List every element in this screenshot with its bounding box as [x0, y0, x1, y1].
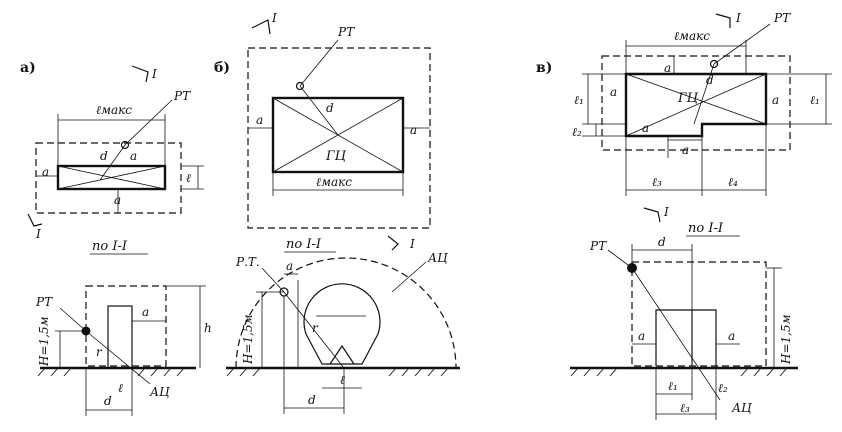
panel-b-gc-label: ГЦ — [325, 149, 347, 164]
panel-c-l2: ℓ₂ — [572, 125, 582, 139]
panel-a-section-mark-top — [131, 65, 149, 83]
panel-b-a-left: a — [256, 113, 263, 127]
panel-a-elev-r: r — [96, 345, 103, 359]
panel-b-elev-d: d — [308, 393, 316, 407]
panel-a-elev-dashed-zone — [85, 285, 167, 367]
panel-c-elev-d: d — [658, 235, 666, 249]
panel-c-elev-a-left: a — [638, 329, 645, 343]
panel-b-elev-a: a — [286, 259, 293, 273]
panel-c-elev-a-right: a — [728, 329, 735, 343]
panel-a-d-label: d — [100, 149, 108, 163]
svg-text:I: I — [663, 205, 669, 219]
panel-b-pt-label: РТ — [337, 25, 355, 39]
panel-a-section-mark-bottom — [27, 213, 43, 227]
panel-a-elev-a: a — [142, 305, 149, 319]
svg-text:I: I — [271, 11, 277, 25]
panel-b-elev-r: r — [312, 321, 319, 335]
panel-b-elev-h: H=1,5м — [241, 314, 255, 365]
panel-a: а) I ℓмакс РТ d a a a ℓ I по I-I — [20, 60, 204, 255]
panel-b-section-mark-top — [251, 19, 271, 35]
panel-c: в) I ℓмакс ГЦ РТ d a a a a a ℓ₁ ℓ₂ ℓ₁ — [536, 11, 832, 237]
panel-a-tank — [56, 164, 167, 191]
panel-c-letter: в) — [536, 60, 552, 76]
panel-a-letter: а) — [20, 60, 36, 76]
panel-c-l4: ℓ₄ — [728, 175, 738, 189]
panel-b-tank — [271, 96, 405, 174]
panel-b-d-label: d — [326, 101, 334, 115]
svg-text:I: I — [735, 11, 741, 25]
panel-b-lmax-label: ℓмакс — [316, 175, 352, 189]
panel-c-a-right: a — [772, 93, 779, 107]
panel-c-section-mark-top — [715, 13, 731, 28]
panel-c-l1: ℓ₁ — [574, 93, 584, 107]
panel-a-a-bottom: a — [114, 193, 121, 207]
panel-b-elevation: r Р.Т. a H=1,5м АЦ ℓ d — [226, 251, 460, 414]
panel-c-a-step: a — [682, 143, 689, 157]
svg-text:I: I — [35, 227, 41, 241]
panel-c-elev-l1: ℓ₁ — [668, 379, 678, 393]
svg-text:I: I — [409, 237, 415, 251]
panel-b-elev-ac: АЦ — [427, 251, 448, 265]
panel-a-a-top: a — [130, 149, 137, 163]
panel-b-dashed-zone — [247, 47, 431, 229]
panel-c-gc-label: ГЦ — [677, 91, 699, 106]
panel-c-elevation: РТ d H=1,5м a a ℓ₁ ℓ₂ ℓ₃ АЦ — [570, 235, 798, 420]
panel-c-l3: ℓ₃ — [652, 175, 662, 189]
panel-b-letter: б) — [214, 60, 230, 76]
panel-c-elev-l2: ℓ₂ — [718, 381, 728, 395]
panel-a-elev-d: d — [104, 394, 112, 408]
panel-a-l-side: ℓ — [186, 171, 191, 185]
panel-a-section-title: по I-I — [92, 239, 128, 254]
panel-c-elev-dashed-zone — [631, 261, 767, 367]
panel-a-pt-point — [120, 140, 130, 150]
panel-c-l-right: ℓ₁ — [810, 93, 820, 107]
panel-b-elev-tank — [303, 283, 381, 365]
panel-a-elev-ac: АЦ — [149, 385, 170, 399]
panel-b-pt-point — [295, 81, 305, 91]
panel-c-a-left: a — [610, 85, 617, 99]
panel-a-lmax-label: ℓмакс — [96, 103, 132, 117]
panel-b-elev-l: ℓ — [340, 373, 345, 387]
panel-c-elev-tank — [655, 309, 717, 366]
panel-a-a-left: a — [42, 165, 49, 179]
panel-a-elev-hh: h — [204, 321, 212, 335]
panel-c-elev-h: H=1,5м — [779, 314, 793, 365]
panel-a-elev-pt-label: РТ — [35, 295, 53, 309]
panel-a-elevation: РТ H=1,5м a h r ℓ d АЦ — [35, 285, 212, 416]
panel-b: б) I РТ d ГЦ a a ℓмакс I по I-I — [214, 11, 431, 253]
panel-b-section-title: по I-I — [286, 237, 322, 252]
panel-c-elev-pt-label: РТ — [589, 239, 607, 253]
panel-a-pt-label: РТ — [173, 89, 191, 103]
panel-a-dashed-zone — [35, 142, 182, 214]
panel-c-a-top: a — [664, 61, 671, 75]
panel-a-elev-l: ℓ — [118, 381, 123, 395]
panel-c-lmax-label: ℓмакс — [674, 29, 710, 43]
panel-c-elev-ac: АЦ — [731, 401, 752, 415]
panel-b-elev-pt-label: Р.Т. — [235, 255, 260, 269]
panel-a-elev-h: H=1,5м — [37, 316, 51, 367]
panel-c-d-label: d — [706, 73, 714, 87]
panel-c-a-inner: a — [642, 121, 649, 135]
panel-c-section-mark-bottom — [643, 207, 661, 223]
panel-c-pt-point — [709, 59, 719, 69]
panel-c-elev-l3: ℓ₃ — [680, 401, 690, 415]
panel-a-section-label-top: I — [151, 67, 157, 81]
panel-c-pt-label: РТ — [773, 11, 791, 25]
panel-c-dashed-zone — [601, 55, 791, 151]
panel-b-a-right: a — [410, 123, 417, 137]
panel-c-section-title: по I-I — [688, 221, 724, 236]
panel-b-section-mark-bottom — [387, 235, 399, 251]
